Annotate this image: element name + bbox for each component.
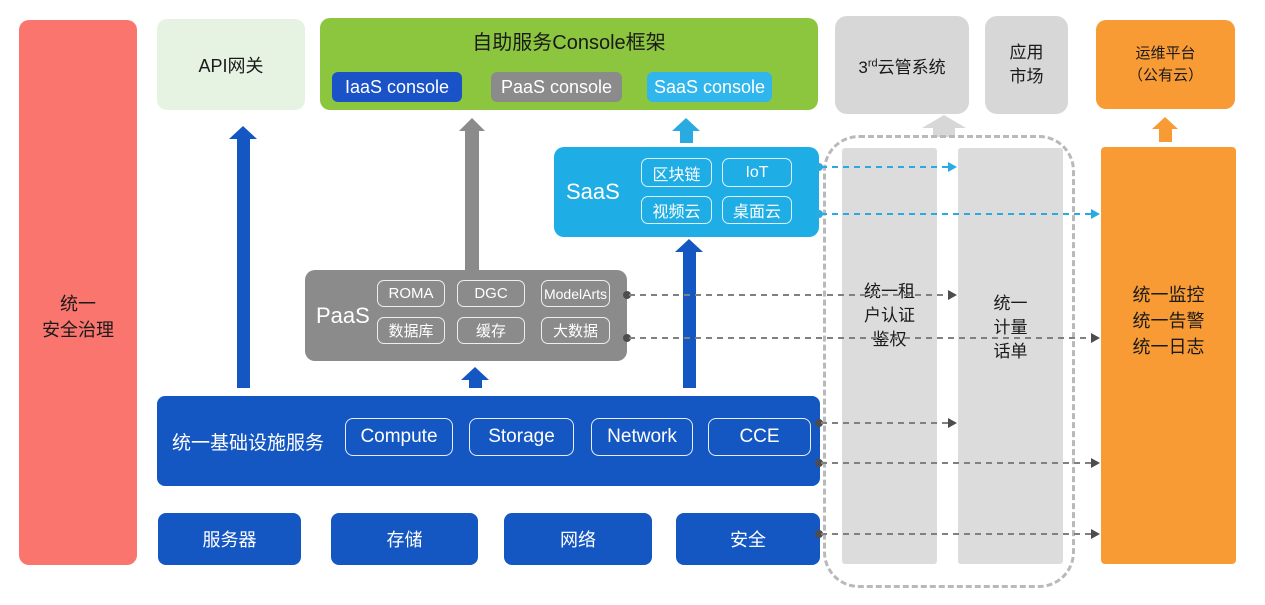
saas-title: SaaS: [566, 179, 620, 204]
arrow-infra-to-saas: [675, 239, 703, 388]
connector-infra-to-metering: [815, 418, 957, 428]
api-gateway-box: API网关: [157, 19, 305, 110]
saas-box: SaaS 区块链 IoT 视频云 桌面云: [554, 147, 819, 237]
arrow-saas-to-console: [672, 118, 700, 143]
ops-platform-box: 运维平台 （公有云）: [1096, 20, 1235, 109]
app-market-box: 应用 市场: [985, 16, 1068, 114]
app-market-label: 应用 市场: [1009, 43, 1044, 86]
network-box: 网络: [504, 513, 652, 565]
saas-chip-video-cloud: 视频云: [641, 196, 712, 224]
paas-chip-roma: ROMA: [377, 280, 445, 307]
infra-chip-storage: Storage: [469, 418, 574, 456]
arrow-paas-to-console: [459, 118, 485, 270]
paas-chip-bigdata: 大数据: [541, 317, 610, 344]
console-framework-title: 自助服务Console框架: [472, 32, 666, 54]
infrastructure-title: 统一基础设施服务: [172, 432, 325, 454]
unified-metering-bar: 统一 计量 话单: [958, 148, 1063, 564]
paas-console-chip: PaaS console: [491, 72, 622, 102]
api-gateway-label: API网关: [198, 55, 264, 76]
infra-chip-cce: CCE: [708, 418, 811, 456]
paas-chip-cache: 缓存: [457, 317, 525, 344]
saas-chip-iot: IoT: [722, 158, 792, 187]
connector-security-to-monitoring: [815, 529, 1100, 539]
server-box: 服务器: [158, 513, 301, 565]
paas-chip-database: 数据库: [377, 317, 445, 344]
paas-box: PaaS ROMA DGC ModelArts 数据库 缓存 大数据: [305, 270, 627, 361]
infra-chip-network: Network: [591, 418, 693, 456]
third-party-cloud-mgmt-label: 3rd云管系统: [858, 56, 946, 77]
ops-platform-label: 运维平台 （公有云）: [1127, 44, 1203, 84]
arrow-to-ops-platform: [1152, 117, 1178, 142]
saas-chip-blockchain: 区块链: [641, 158, 712, 187]
console-framework-box: 自助服务Console框架 IaaS console PaaS console …: [320, 18, 818, 110]
connector-paas-to-metering: [623, 290, 957, 300]
saas-console-chip: SaaS console: [647, 72, 772, 102]
arrow-infra-to-api-gateway: [229, 126, 257, 388]
third-party-cloud-mgmt-box: 3rd云管系统: [835, 16, 969, 114]
unified-security-governance-bar: 统一 安全治理: [19, 20, 137, 565]
infra-chip-compute: Compute: [345, 418, 453, 456]
arrow-to-third-party: [922, 115, 966, 137]
iaas-console-chip: IaaS console: [332, 72, 462, 102]
paas-title: PaaS: [316, 302, 370, 328]
security-box: 安全: [676, 513, 820, 565]
connector-saas-to-monitoring: [815, 209, 1100, 219]
dashed-container: [823, 135, 1075, 588]
paas-chip-modelarts: ModelArts: [541, 280, 610, 307]
unified-security-governance-label: 统一 安全治理: [42, 293, 114, 340]
unified-monitoring-bar: 统一监控 统一告警 统一日志: [1101, 147, 1236, 564]
saas-chip-desktop-cloud: 桌面云: [722, 196, 792, 224]
connector-paas-to-monitoring: [623, 333, 1100, 343]
paas-chip-dgc: DGC: [457, 280, 525, 307]
storage-box: 存储: [331, 513, 478, 565]
unified-tenant-auth-bar: 统一租 户认证 鉴权: [842, 148, 937, 564]
connector-infra-to-monitoring: [815, 458, 1100, 468]
arrow-infra-to-paas: [461, 367, 489, 388]
infrastructure-box: 统一基础设施服务 Compute Storage Network CCE: [157, 396, 820, 486]
connector-saas-to-metering: [815, 162, 957, 172]
